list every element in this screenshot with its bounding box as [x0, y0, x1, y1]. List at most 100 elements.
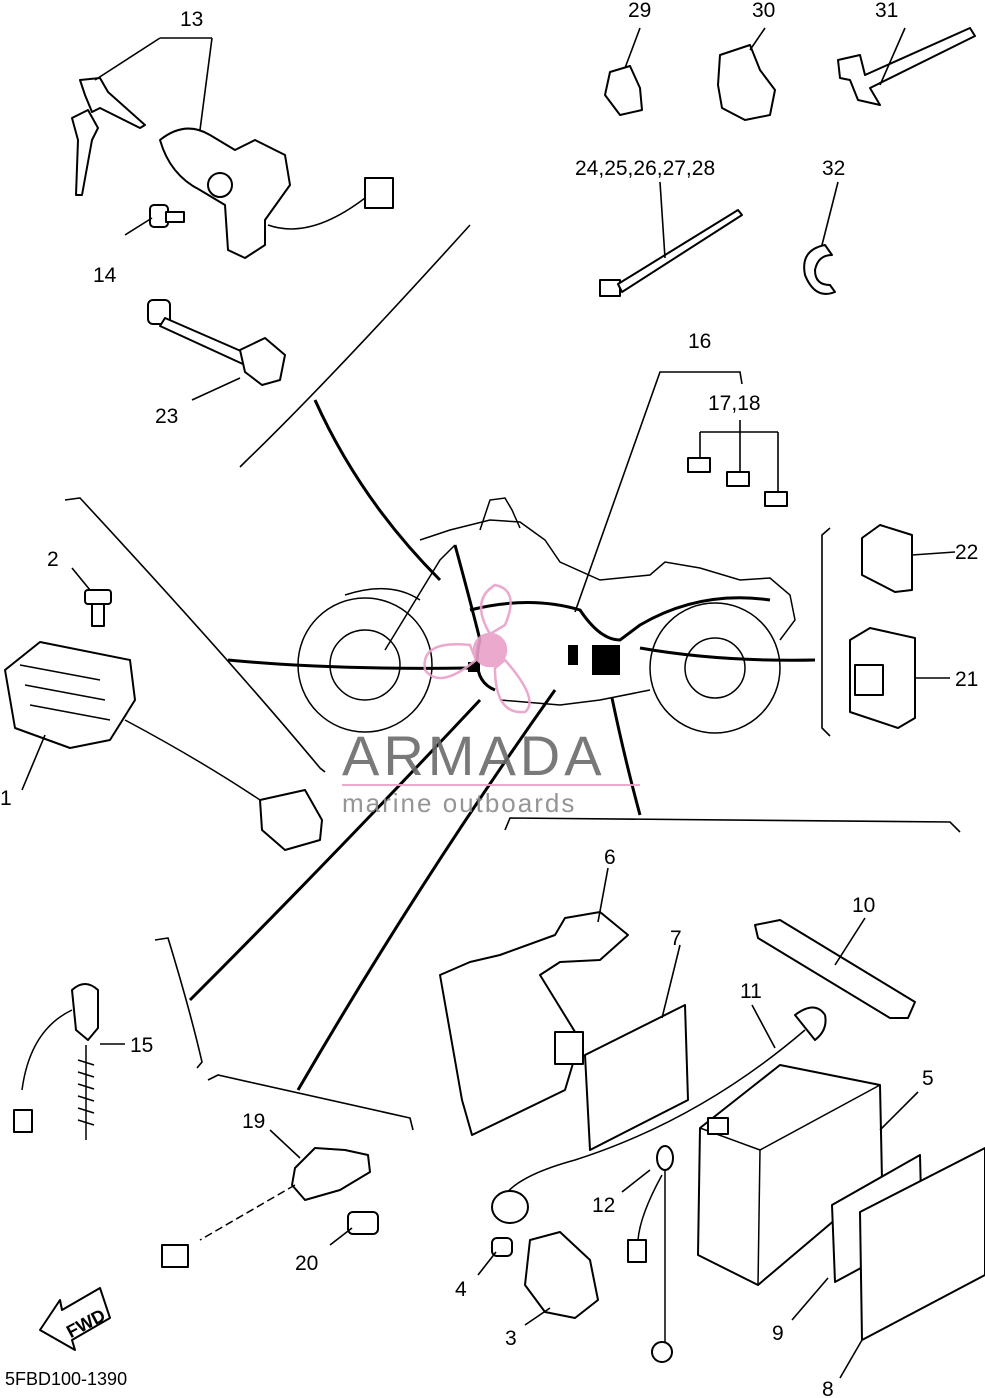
cable-11-cap	[794, 1006, 827, 1041]
switch-15-spring	[77, 1045, 95, 1140]
relay-3	[524, 1231, 599, 1326]
leader-9	[791, 1277, 829, 1321]
relay-22-body	[861, 524, 913, 593]
bracket-6-plate	[439, 911, 629, 1136]
logo-blade-left	[423, 643, 478, 680]
bracket-top	[239, 224, 471, 468]
leader-top	[313, 399, 442, 582]
leader-16	[574, 371, 743, 613]
leader-10	[834, 917, 866, 966]
bracket-6-slot	[554, 1031, 584, 1065]
harness-connector	[568, 645, 578, 665]
bracket-battery	[504, 817, 961, 833]
leader-right	[639, 646, 816, 662]
leader-4	[477, 1251, 497, 1276]
leader-3	[524, 1307, 551, 1326]
leader-22	[911, 551, 956, 556]
clamp-29	[604, 27, 643, 116]
logo-blade-top	[480, 583, 512, 636]
strap-10-shape	[754, 919, 916, 1019]
cable-11-wire	[504, 1029, 806, 1196]
rectifier-1-plug	[259, 789, 323, 851]
leader-14	[124, 217, 153, 236]
part-label-4: 4	[455, 1278, 467, 1301]
part-label-19: 19	[242, 1110, 265, 1133]
part-label-12: 12	[592, 1194, 615, 1217]
bracket-sidestand	[154, 937, 203, 1069]
part-label-7: 7	[670, 927, 682, 950]
leader-29	[624, 27, 641, 69]
leader-19	[269, 1129, 301, 1159]
main-switch-13	[71, 37, 394, 259]
part-label-6: 6	[604, 846, 616, 869]
pad-8	[839, 1147, 985, 1379]
switch-knob	[207, 172, 233, 198]
part-label-8: 8	[822, 1378, 834, 1398]
watermark-logo	[423, 583, 531, 714]
leader-battery	[610, 697, 642, 816]
switch-connector	[364, 177, 394, 209]
sensor-19-wire	[199, 1184, 296, 1241]
bolt-20	[329, 1211, 379, 1246]
leader-5	[879, 1091, 919, 1131]
key-2	[71, 109, 99, 196]
part-label-20: 20	[295, 1252, 318, 1275]
watermark: ARMADA marine outboards	[342, 583, 640, 818]
tie-head	[599, 279, 621, 297]
battery-5-terminal	[707, 1117, 729, 1135]
part-label-23: 23	[155, 405, 178, 428]
leader-sidestand	[188, 698, 482, 1002]
leader-2	[71, 567, 91, 591]
part-label-29: 29	[628, 0, 651, 22]
clip-32-shape	[803, 244, 836, 295]
part-label-17-18: 17,18	[708, 392, 761, 415]
pad-8-shape	[859, 1147, 985, 1341]
logo-blade-right	[493, 658, 531, 714]
bolt-20-head	[347, 1211, 379, 1235]
clamp-29-shape	[604, 65, 643, 116]
part-label-3: 3	[505, 1327, 517, 1350]
fuse-2	[726, 471, 750, 487]
screw-shank	[165, 211, 185, 223]
leader-left	[227, 658, 471, 670]
clamp-30-shape	[717, 44, 776, 121]
cable-11-end	[491, 1190, 529, 1224]
leader-13-b	[199, 37, 213, 131]
wire-harness-main	[469, 596, 771, 642]
leader-sensor	[296, 689, 557, 1091]
bolt-2	[71, 567, 112, 627]
clamp-30	[717, 27, 776, 121]
relay-21	[849, 627, 950, 729]
leader-32	[821, 181, 839, 246]
sensor-19-plug	[161, 1244, 189, 1268]
part-label-30: 30	[752, 0, 775, 22]
screw-14	[124, 204, 185, 236]
part-label-13: 13	[180, 8, 203, 31]
leader-30	[749, 27, 766, 51]
relay-3-body	[524, 1231, 599, 1319]
leader-8	[839, 1339, 863, 1379]
bolt-2-shank	[91, 603, 105, 627]
part-label-9: 9	[772, 1322, 784, 1345]
part-label-24-28: 24,25,26,27,28	[575, 157, 715, 180]
fuse-1	[687, 457, 711, 473]
lead-12	[621, 1145, 674, 1363]
battery-5-edges	[699, 1084, 881, 1286]
logo-hub	[472, 632, 508, 668]
key-1	[79, 77, 146, 129]
fwd-arrow-shape	[39, 1287, 111, 1351]
part-label-21: 21	[955, 668, 978, 691]
frame-bottom	[499, 689, 651, 706]
leader-12	[621, 1169, 651, 1193]
harness-plug	[468, 662, 480, 672]
relay-22	[861, 524, 956, 593]
front-hub	[329, 629, 401, 701]
motorcycle-outline	[297, 497, 796, 734]
sensor-19-body	[291, 1147, 371, 1201]
leader-13-a	[94, 37, 161, 81]
screw-4	[477, 1237, 513, 1276]
handlebar	[479, 497, 521, 531]
fork	[384, 544, 456, 651]
fuse-3	[764, 491, 788, 507]
